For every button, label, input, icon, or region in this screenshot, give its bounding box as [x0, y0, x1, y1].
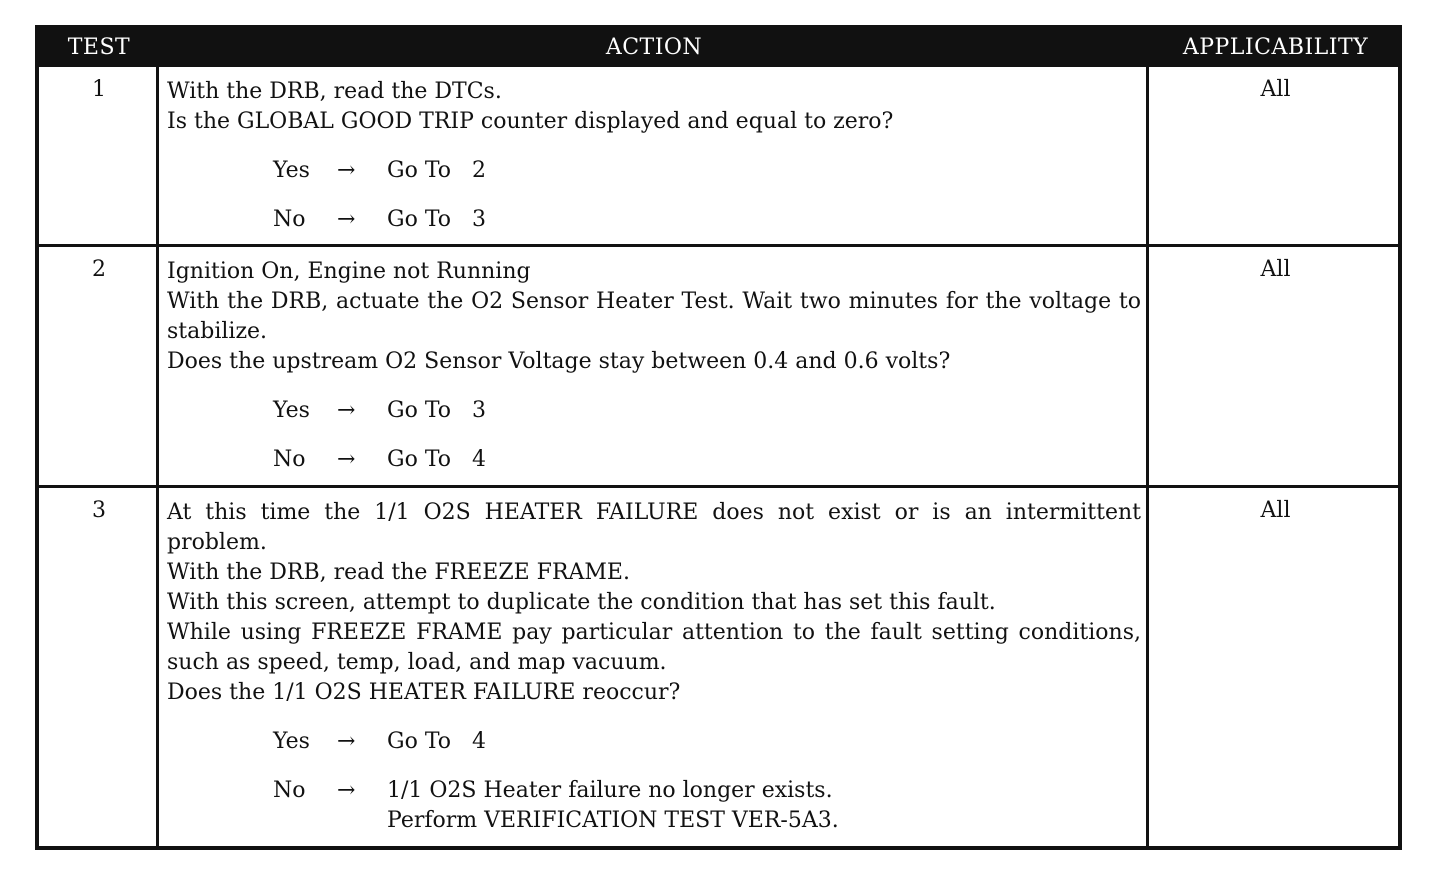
action-line: With the DRB, actuate the O2 Sensor Heat… — [167, 289, 1141, 344]
applicability-cell: All — [1260, 77, 1291, 102]
action-cell: Ignition On, Engine not Running With the… — [167, 257, 1141, 494]
action-line: With the DRB, read the FREEZE FRAME. — [167, 560, 630, 585]
header-applicability: APPLICABILITY — [1182, 35, 1369, 60]
choice-label: Yes — [273, 398, 310, 423]
choice-label: No — [273, 447, 306, 472]
column-divider — [1146, 67, 1149, 846]
header-action: ACTION — [605, 35, 703, 60]
row-divider — [39, 244, 1398, 247]
action-line: While using FREEZE FRAME pay particular … — [167, 620, 1141, 675]
choice-list: Yes → Go To 4 No → 1/1 O2S Heater failur… — [167, 727, 1141, 840]
arrow-icon: → — [337, 778, 356, 803]
arrow-icon: → — [337, 158, 356, 183]
test-number: 3 — [92, 498, 106, 523]
arrow-icon: → — [337, 729, 356, 754]
action-line: With this screen, attempt to duplicate t… — [167, 590, 996, 615]
choice-result: Go To 2 — [387, 158, 486, 183]
choice-no: No → 1/1 O2S Heater failure no longer ex… — [167, 776, 1141, 840]
action-line: Does the 1/1 O2S HEATER FAILURE reoccur? — [167, 680, 681, 705]
action-line: At this time the 1/1 O2S HEATER FAILURE … — [167, 500, 1141, 555]
choice-result: 1/1 O2S Heater failure no longer exists.… — [387, 778, 839, 833]
arrow-icon: → — [337, 447, 356, 472]
choice-result: Go To 3 — [387, 207, 486, 232]
action-cell: With the DRB, read the DTCs. Is the GLOB… — [167, 77, 1141, 254]
choice-result: Go To 3 — [387, 398, 486, 423]
header-test: TEST — [67, 35, 131, 60]
diagnostic-table: TEST ACTION APPLICABILITY 1 With the DRB… — [35, 25, 1402, 850]
choice-no: No → Go To 3 — [167, 205, 1141, 254]
column-divider — [156, 67, 159, 846]
table-row: 2 Ignition On, Engine not Running With t… — [39, 247, 1398, 488]
table-row: 3 At this time the 1/1 O2S HEATER FAILUR… — [39, 488, 1398, 846]
table-header: TEST ACTION APPLICABILITY — [39, 29, 1398, 67]
test-number: 2 — [92, 257, 106, 282]
action-line: Does the upstream O2 Sensor Voltage stay… — [167, 349, 951, 374]
applicability-cell: All — [1260, 257, 1291, 282]
choice-yes: Yes → Go To 2 — [167, 156, 1141, 205]
choice-result: Go To 4 — [387, 447, 486, 472]
table-row: 1 With the DRB, read the DTCs. Is the GL… — [39, 67, 1398, 246]
choice-label: No — [273, 207, 306, 232]
choice-no: No → Go To 4 — [167, 445, 1141, 494]
choice-label: No — [273, 778, 306, 803]
action-line: Is the GLOBAL GOOD TRIP counter displaye… — [167, 109, 894, 134]
action-line: With the DRB, read the DTCs. — [167, 79, 502, 104]
test-number: 1 — [92, 77, 106, 102]
applicability-cell: All — [1260, 498, 1291, 523]
choice-list: Yes → Go To 2 No → Go To 3 — [167, 156, 1141, 254]
action-line: Ignition On, Engine not Running — [167, 259, 531, 284]
action-cell: At this time the 1/1 O2S HEATER FAILURE … — [167, 498, 1141, 840]
choice-label: Yes — [273, 729, 310, 754]
choice-yes: Yes → Go To 4 — [167, 727, 1141, 776]
arrow-icon: → — [337, 398, 356, 423]
choice-list: Yes → Go To 3 No → Go To 4 — [167, 396, 1141, 494]
choice-yes: Yes → Go To 3 — [167, 396, 1141, 445]
row-divider — [39, 485, 1398, 488]
arrow-icon: → — [337, 207, 356, 232]
choice-label: Yes — [273, 158, 310, 183]
choice-result: Go To 4 — [387, 729, 486, 754]
